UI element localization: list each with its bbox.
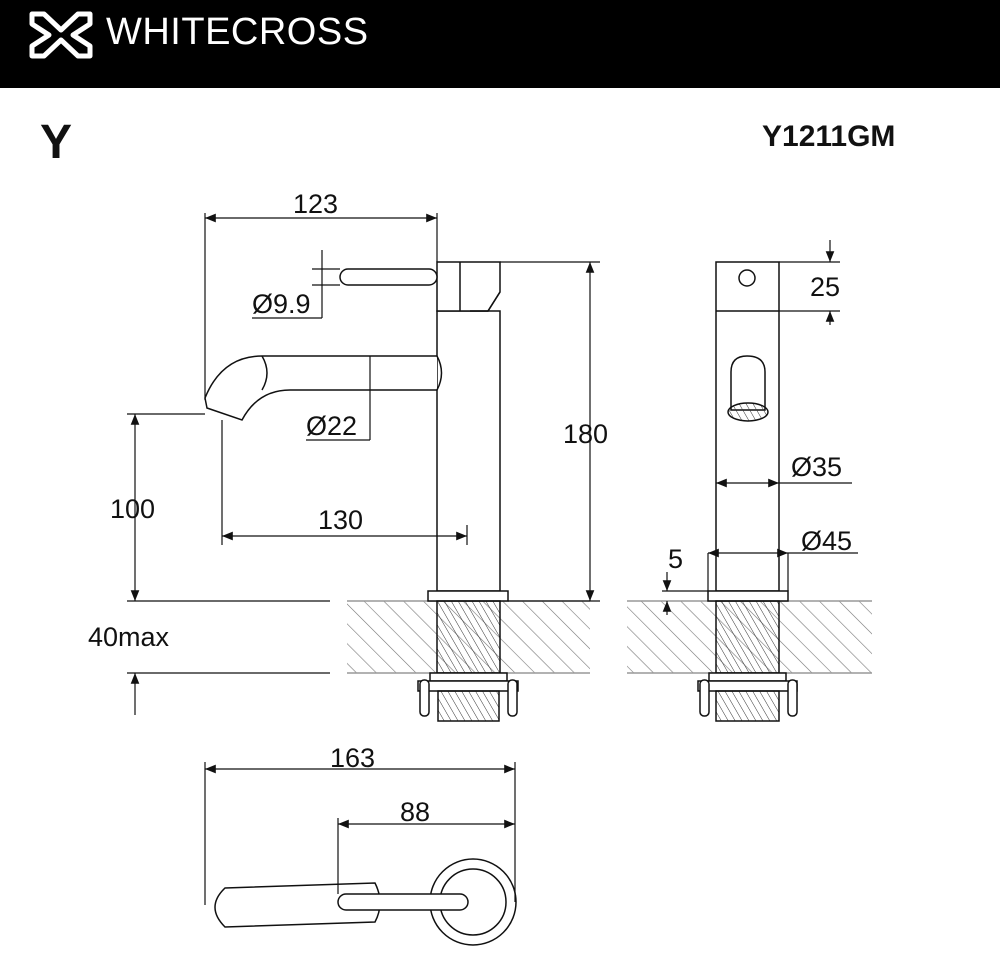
dim-spout-reach: 130 — [318, 505, 363, 535]
top-dimensions — [204, 762, 516, 905]
series-letter: Y — [40, 116, 73, 169]
brand-banner: WHITECROSS — [0, 0, 1000, 88]
mounting-thread — [436, 600, 501, 674]
top-view — [214, 858, 517, 946]
side-dimensions — [662, 240, 858, 615]
front-view — [204, 261, 590, 722]
dim-handle-diameter: Ø9.9 — [252, 289, 311, 319]
dim-base-diameter: Ø45 — [801, 526, 852, 556]
dim-spout-height: 100 — [110, 494, 155, 524]
dim-top-handle-length: 88 — [400, 797, 430, 827]
dim-body-diameter: Ø35 — [791, 452, 842, 482]
faucet-body — [436, 310, 501, 592]
side-view — [627, 261, 872, 722]
lever-handle — [339, 268, 438, 286]
dim-spout-diameter: Ø22 — [306, 411, 357, 441]
brand-name: WHITECROSS — [106, 11, 369, 53]
spout — [204, 355, 437, 421]
dim-total-height: 180 — [563, 419, 608, 449]
dim-handle-height: 25 — [810, 272, 840, 302]
x-cross-logo-icon — [29, 11, 93, 59]
dim-overall-width: 123 — [293, 189, 338, 219]
front-dimensions — [127, 213, 600, 715]
dim-base-height: 5 — [668, 544, 683, 574]
model-code: Y1211GM — [762, 120, 896, 153]
dim-counter-thickness: 40max — [88, 622, 170, 652]
dim-top-length: 163 — [330, 743, 375, 773]
